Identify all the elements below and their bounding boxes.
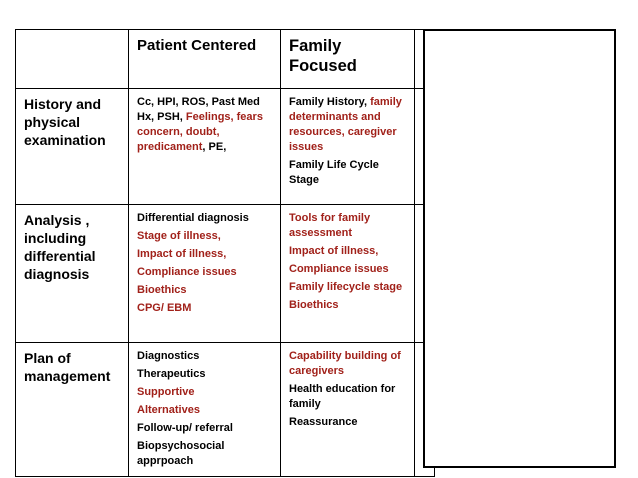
cell-line: Family History, family determinants and … (289, 95, 408, 155)
highlighted-text: Feelings, fears concern, doubt, predicam… (137, 111, 263, 153)
highlighted-text: CPG/ EBM (137, 302, 192, 314)
cell-text: Biopsychosocial apprpoach (137, 440, 225, 467)
header-patient-centered: Patient Centered (128, 29, 281, 89)
cell-line: Compliance issues (137, 265, 274, 280)
highlighted-text: Tools for family assessment (289, 212, 371, 239)
table-row: History and physical examination Cc, HPI… (15, 88, 435, 205)
highlighted-text: Impact of illness, (137, 248, 227, 260)
cell-line: Differential diagnosis (137, 211, 274, 226)
cell-line: Family lifecycle stage (289, 280, 408, 295)
cell-line: Biopsychosocial apprpoach (137, 439, 274, 469)
cell-line: Follow-up/ referral (137, 421, 274, 436)
cell-text: Diagnostics (137, 350, 200, 362)
cell-line: Bioethics (137, 283, 274, 298)
highlighted-text: Capability building of caregivers (289, 350, 401, 377)
white-cover-box (423, 29, 616, 468)
cell-text: Reassurance (289, 416, 358, 428)
cell-text: Family History, (289, 96, 371, 108)
cell-line: Stage of illness, (137, 229, 274, 244)
cell-line: Reassurance (289, 415, 408, 430)
cell-line: Capability building of caregivers (289, 349, 408, 379)
highlighted-text: Alternatives (137, 404, 200, 416)
row-label-history: History and physical examination (15, 88, 129, 205)
cell-history-patient: Cc, HPI, ROS, Past Med Hx, PSH, Feelings… (128, 88, 281, 205)
cell-line: Tools for family assessment (289, 211, 408, 241)
header-row: Patient Centered Family Focused (15, 29, 435, 89)
cell-line: Compliance issues (289, 262, 408, 277)
cell-line: CPG/ EBM (137, 301, 274, 316)
highlighted-text: Bioethics (289, 299, 339, 311)
highlighted-text: Supportive (137, 386, 195, 398)
cell-text: Follow-up/ referral (137, 422, 233, 434)
highlighted-text: Stage of illness, (137, 230, 221, 242)
header-blank-cell (15, 29, 129, 89)
highlighted-text: family determinants and resources, careg… (289, 96, 402, 153)
row-label-analysis: Analysis , including differential diagno… (15, 204, 129, 343)
highlighted-text: Compliance issues (289, 263, 389, 275)
cell-text: Therapeutics (137, 368, 206, 380)
cell-line: Impact of illness, (137, 247, 274, 262)
cell-line: Therapeutics (137, 367, 274, 382)
row-label-plan: Plan of management (15, 342, 129, 477)
cell-line: Alternatives (137, 403, 274, 418)
cell-line: Diagnostics (137, 349, 274, 364)
cell-line: Health education for family (289, 382, 408, 412)
header-family-focused: Family Focused (280, 29, 415, 89)
highlighted-text: Family lifecycle stage (289, 281, 403, 293)
table-row: Analysis , including differential diagno… (15, 204, 435, 343)
cell-line: Bioethics (289, 298, 408, 313)
cell-text: Differential diagnosis (137, 212, 249, 224)
cell-line: Impact of illness, (289, 244, 408, 259)
cell-text: Family Life Cycle Stage (289, 159, 379, 186)
cell-text: Cc, HPI, ROS, Past Med Hx, PSH, (137, 96, 260, 123)
cell-line: Family Life Cycle Stage (289, 158, 408, 188)
cell-text: , PE, (202, 141, 227, 153)
highlighted-text: Impact of illness, (289, 245, 379, 257)
cell-history-family: Family History, family determinants and … (280, 88, 415, 205)
cell-line: Supportive (137, 385, 274, 400)
highlighted-text: Bioethics (137, 284, 187, 296)
cell-line: Cc, HPI, ROS, Past Med Hx, PSH, Feelings… (137, 95, 274, 155)
highlighted-text: Compliance issues (137, 266, 237, 278)
cell-text: Health education for family (289, 383, 396, 410)
comparison-table: Patient Centered Family Focused History … (15, 29, 435, 477)
